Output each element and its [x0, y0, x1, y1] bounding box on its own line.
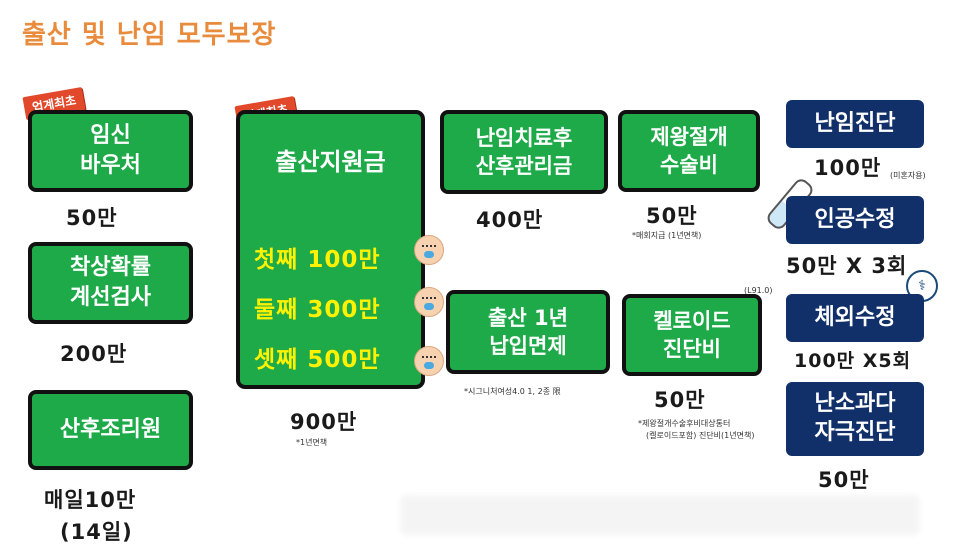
amount: 50만 — [646, 204, 698, 228]
box-premium-waiver: 출산 1년 납입면제 — [446, 290, 610, 374]
box-label: 출산 1년 — [488, 305, 568, 330]
amount: 50만 X 3회 — [786, 254, 908, 278]
box-postnatal-care: 난임치료후 산후관리금 — [440, 110, 608, 194]
box-pregnancy-voucher: 임신 바우처 — [28, 110, 193, 192]
box-label: 바우처 — [80, 153, 141, 178]
amount: 400만 — [476, 208, 544, 232]
baby-icon — [414, 346, 444, 376]
box-ivf: 체외수정 — [786, 294, 924, 342]
box-label: 산후관리금 — [475, 154, 573, 178]
box-title: 출산지원금 — [275, 148, 386, 176]
amount: 100만 — [814, 156, 882, 180]
footnote: *시그니처여성4.0 1, 2종 限 — [464, 387, 561, 396]
box-label: 착상확률 — [70, 255, 151, 281]
amount: 900만 — [290, 410, 358, 434]
box-birth-support: 출산지원금 첫째 100만 둘째 300만 셋째 500만 — [236, 110, 425, 389]
blurred-area — [400, 495, 920, 535]
box-label: 제왕절개 — [650, 124, 728, 149]
amount: 50만 — [66, 206, 118, 230]
box-label: 산후조리원 — [59, 417, 162, 443]
box-c-section: 제왕절개 수술비 — [618, 110, 760, 192]
box-label: 난임치료후 — [475, 125, 573, 150]
box-label: 납입면제 — [489, 334, 567, 358]
box-keloid: 켈로이드 진단비 — [622, 294, 762, 376]
box-label: 자극진단 — [814, 420, 896, 445]
footnote: (미혼자용) — [890, 171, 926, 180]
amount: 50만 — [818, 468, 870, 492]
amount: 100만 X5회 — [794, 350, 912, 372]
first-child-amount: 첫째 100만 — [254, 247, 381, 273]
page-title: 출산 및 난임 모두보장 — [22, 20, 277, 50]
box-label: 수술비 — [660, 153, 718, 177]
box-ovarian-hyperstimulation: 난소과다 자극진단 — [786, 382, 924, 456]
footnote: *제왕절개수술후비대상통터 — [638, 419, 731, 428]
box-label: 진단비 — [663, 337, 721, 361]
box-implantation-test: 착상확률 계선검사 — [28, 242, 193, 324]
footnote: *1년면책 — [296, 438, 328, 447]
second-child-amount: 둘째 300만 — [254, 297, 381, 323]
code-label: (L91.0) — [744, 286, 773, 295]
box-postnatal-center: 산후조리원 — [28, 390, 193, 470]
box-infertility-diagnosis: 난임진단 — [786, 100, 924, 148]
footnote: *매회지급 (1년면책) — [632, 231, 702, 240]
third-child-amount: 셋째 500만 — [254, 347, 381, 373]
amount: (14일) — [60, 520, 133, 544]
box-label: 난소과다 — [814, 391, 896, 417]
box-label: 인공수정 — [814, 206, 896, 232]
box-label: 체외수정 — [814, 304, 896, 330]
amount: 200만 — [60, 342, 128, 366]
box-label: 난임진단 — [814, 110, 896, 136]
box-label: 임신 — [90, 123, 131, 149]
amount: 매일10만 — [44, 488, 137, 512]
box-label: 켈로이드 — [653, 308, 731, 333]
baby-icon — [414, 287, 444, 317]
baby-icon — [414, 235, 444, 265]
box-artificial-insemination: 인공수정 — [786, 196, 924, 244]
footnote: (켈로이드포함) 진단비(1년면책) — [646, 431, 755, 440]
box-label: 계선검사 — [70, 285, 151, 310]
amount: 50만 — [654, 388, 706, 412]
